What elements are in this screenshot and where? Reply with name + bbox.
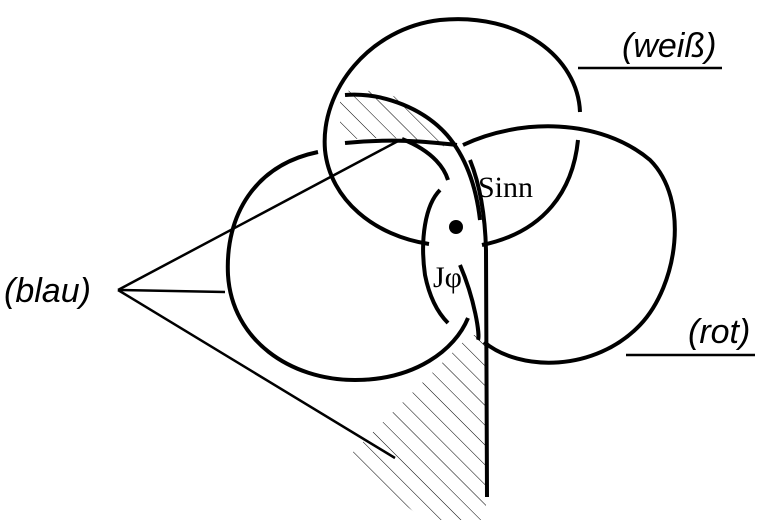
red-circle (462, 124, 677, 365)
central-stem (468, 159, 489, 498)
label-sinn: Sinn (478, 171, 533, 204)
label-j-phi: Jφ (433, 261, 462, 294)
upper-hatched-region (340, 90, 469, 165)
lower-hatched-region (345, 335, 486, 520)
leader-blau-upper (117, 138, 401, 292)
inner-arc-left (421, 188, 450, 325)
center-dot (449, 220, 463, 234)
leader-blau-lower (117, 288, 396, 460)
leader-blau-middle (117, 288, 226, 294)
white-circle (322, 17, 582, 247)
blue-circle (225, 138, 470, 383)
inner-arc-right (458, 264, 481, 341)
label-rot: (rot) (688, 313, 750, 351)
label-blau: (blau) (4, 272, 91, 310)
inner-arc-white (344, 92, 482, 221)
blue-circle-upper-arc (401, 137, 450, 181)
label-weiss: (weiß) (622, 27, 716, 65)
